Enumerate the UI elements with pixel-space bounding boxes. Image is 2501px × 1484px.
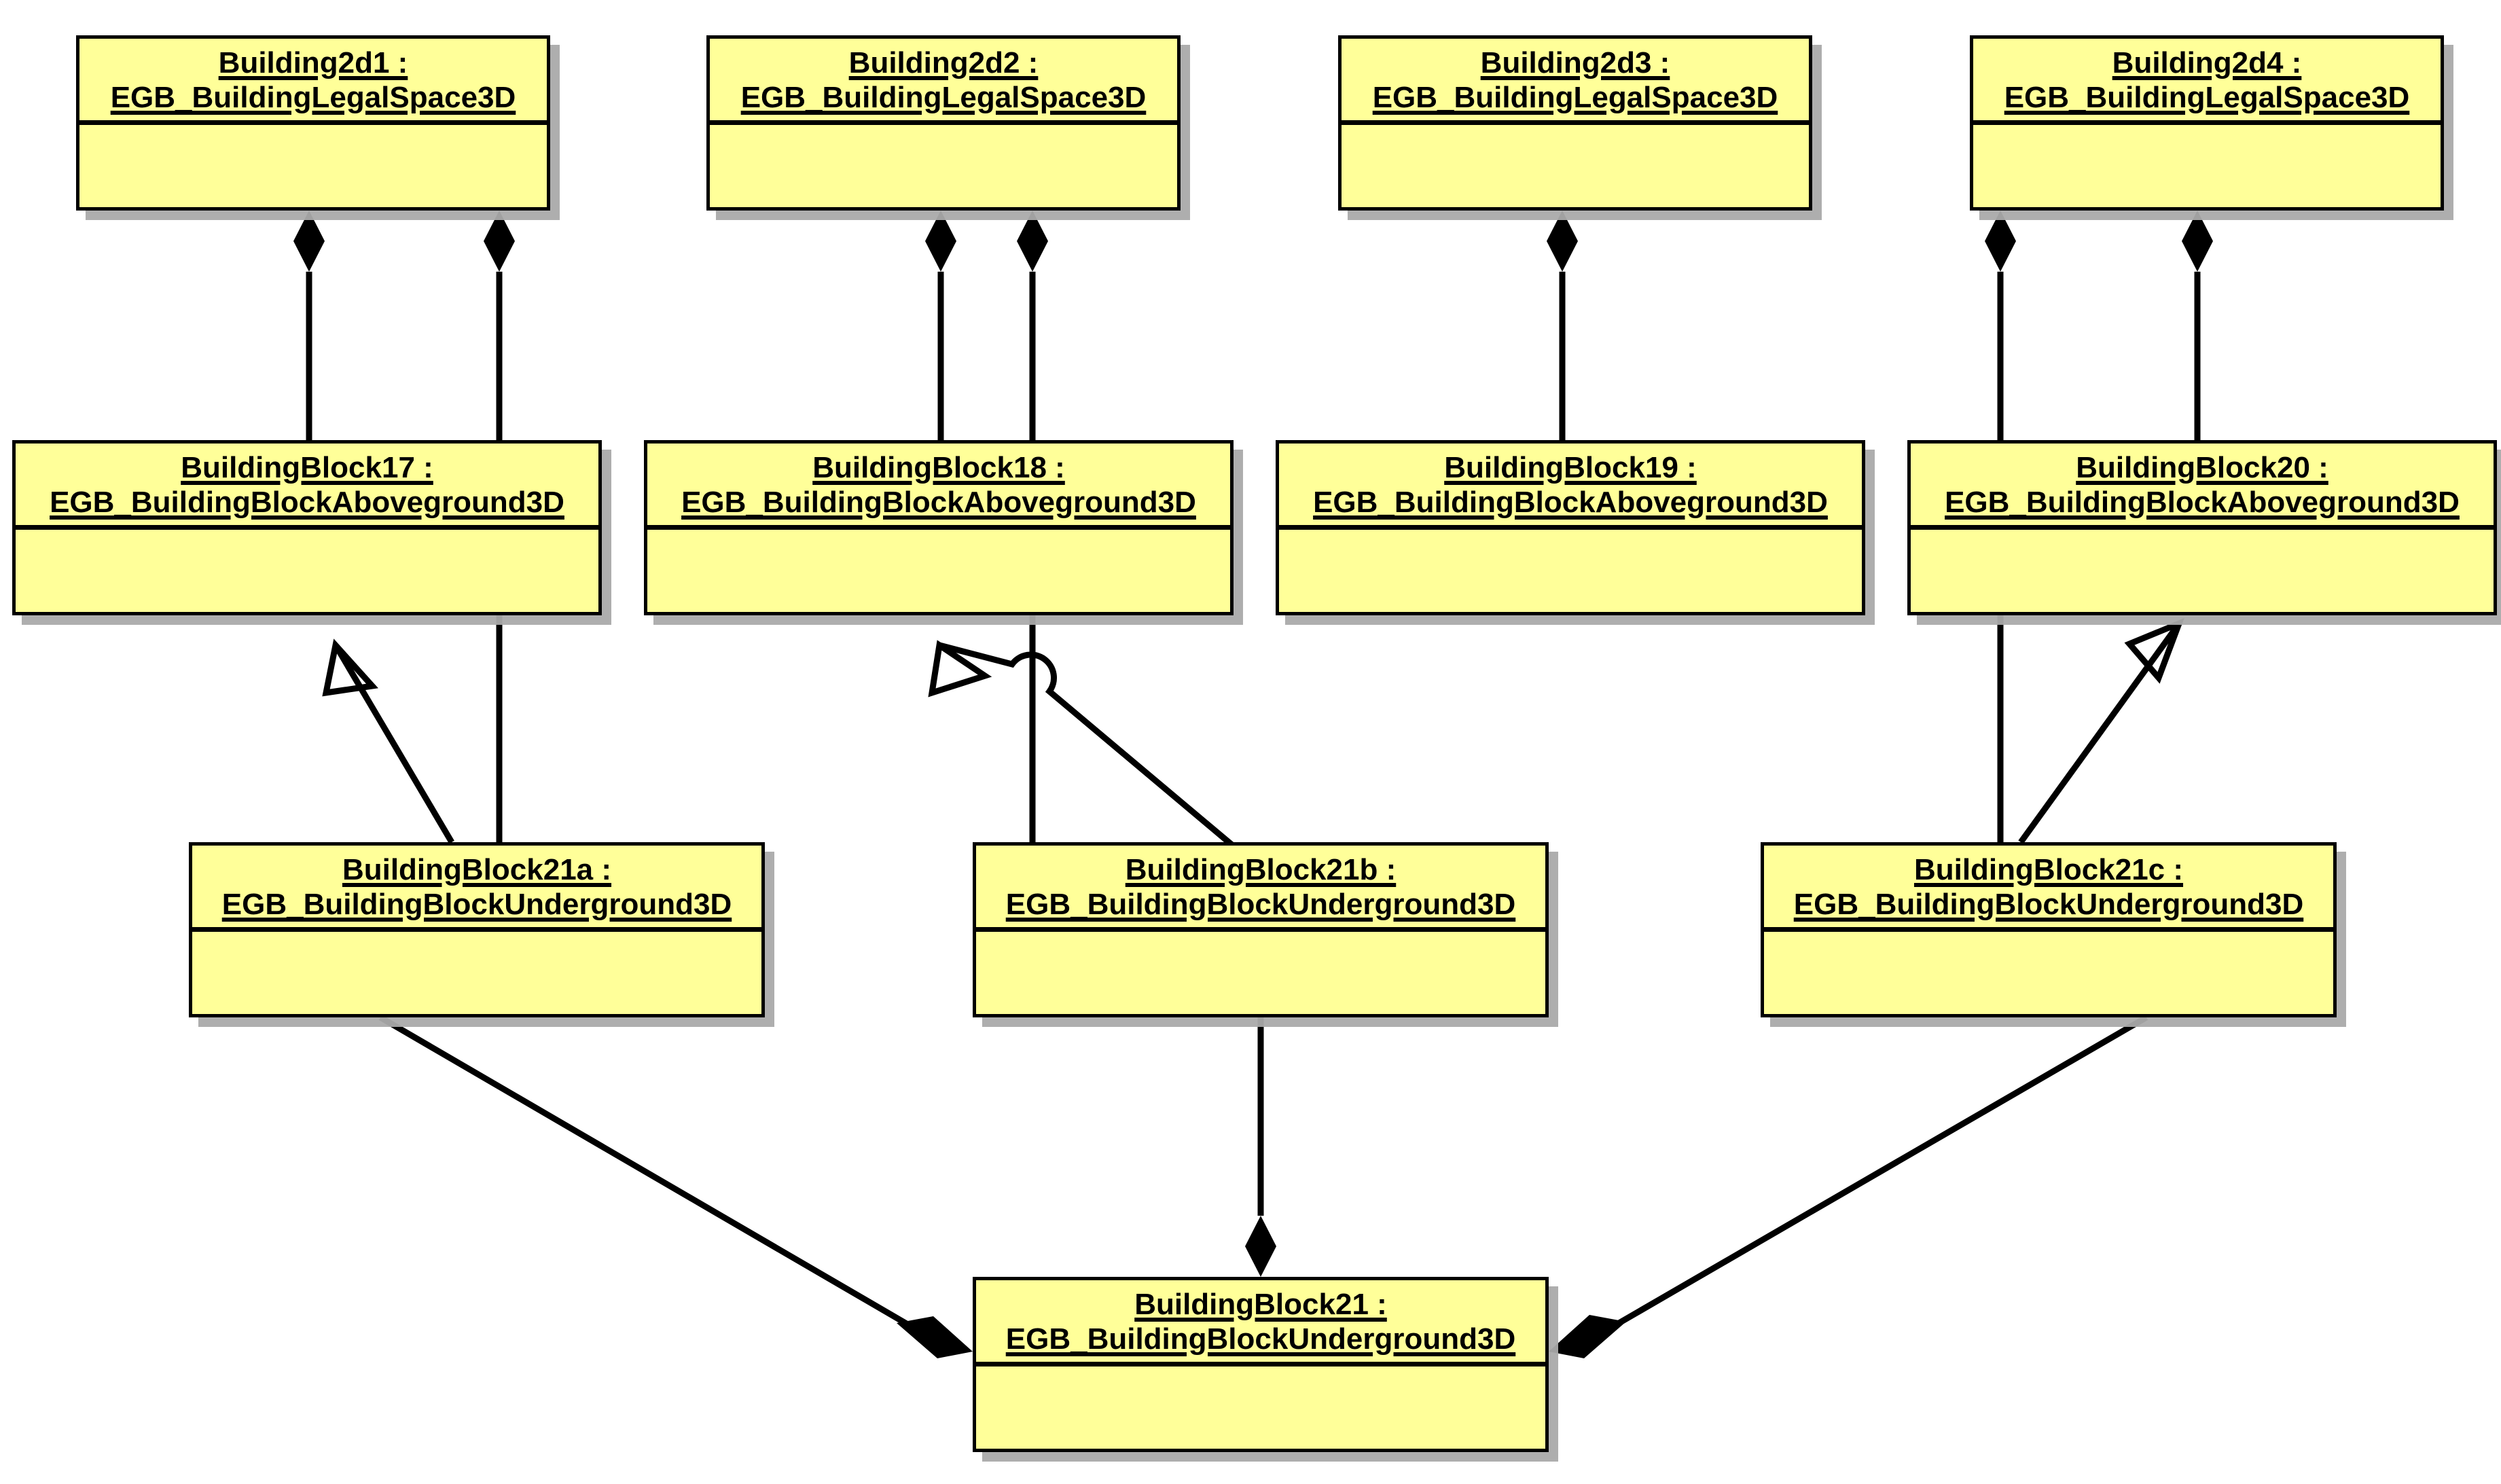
- object-header: BuildingBlock18 : EGB_BuildingBlockAbove…: [647, 444, 1230, 530]
- composition-building2d4-to-buildingblock20: [2182, 211, 2213, 440]
- composition-building2d2-to-buildingblock18: [925, 211, 956, 440]
- object-classifier-name: EGB_BuildingBlockAboveground3D: [1945, 486, 2460, 520]
- object-buildingblock19[interactable]: BuildingBlock19 : EGB_BuildingBlockAbove…: [1276, 440, 1865, 615]
- generalization-buildingblock21b-to-buildingblock18: [928, 640, 1235, 848]
- object-instance-name: BuildingBlock19 :: [1444, 451, 1697, 484]
- object-instance-name: Building2d4 :: [2112, 46, 2302, 79]
- object-instance-name: BuildingBlock21a :: [342, 853, 612, 886]
- object-classifier-name: EGB_BuildingBlockAboveground3D: [50, 486, 564, 520]
- object-instance-name: BuildingBlock18 :: [812, 451, 1065, 484]
- object-instance-name: BuildingBlock21b :: [1125, 853, 1397, 886]
- object-attributes-compartment: [976, 1367, 1545, 1425]
- object-buildingblock20[interactable]: BuildingBlock20 : EGB_BuildingBlockAbove…: [1907, 440, 2497, 615]
- object-attributes-compartment: [647, 530, 1230, 588]
- object-buildingblock18[interactable]: BuildingBlock18 : EGB_BuildingBlockAbove…: [644, 440, 1234, 615]
- composition-buildingblock21a-to-buildingblock21: [378, 1015, 973, 1358]
- object-attributes-compartment: [1342, 125, 1809, 183]
- object-attributes-compartment: [1279, 530, 1862, 588]
- composition-buildingblock21b-to-buildingblock21: [1245, 1017, 1276, 1277]
- object-instance-name: BuildingBlock21c :: [1913, 853, 2184, 886]
- object-header: BuildingBlock21a : EGB_BuildingBlockUnde…: [192, 846, 761, 933]
- generalization-buildingblock21a-to-buildingblock17: [322, 638, 454, 844]
- object-header: BuildingBlock20 : EGB_BuildingBlockAbove…: [1911, 444, 2494, 530]
- object-attributes-compartment: [192, 932, 761, 990]
- composition-buildingblock21c-to-buildingblock21: [1549, 1015, 2148, 1358]
- object-classifier-name: EGB_BuildingLegalSpace3D: [740, 81, 1147, 115]
- object-attributes-compartment: [16, 530, 598, 588]
- object-instance-name: BuildingBlock21 :: [1134, 1288, 1387, 1321]
- object-building2d3[interactable]: Building2d3 : EGB_BuildingLegalSpace3D: [1338, 35, 1812, 211]
- object-classifier-name: EGB_BuildingBlockAboveground3D: [1313, 486, 1828, 520]
- composition-building2d3-to-buildingblock19: [1547, 211, 1578, 440]
- object-attributes-compartment: [1973, 125, 2441, 183]
- object-classifier-name: EGB_BuildingLegalSpace3D: [2004, 81, 2410, 115]
- object-building2d1[interactable]: Building2d1 : EGB_BuildingLegalSpace3D: [76, 35, 550, 211]
- object-classifier-name: EGB_BuildingLegalSpace3D: [110, 81, 516, 115]
- object-header: BuildingBlock21c : EGB_BuildingBlockUnde…: [1764, 846, 2333, 933]
- object-attributes-compartment: [976, 932, 1545, 990]
- object-classifier-name: EGB_BuildingBlockUnderground3D: [1005, 1322, 1516, 1356]
- object-instance-name: Building2d3 :: [1480, 46, 1670, 79]
- object-header: Building2d4 : EGB_BuildingLegalSpace3D: [1973, 39, 2441, 126]
- object-classifier-name: EGB_BuildingLegalSpace3D: [1372, 81, 1778, 115]
- object-instance-name: Building2d2 :: [848, 46, 1039, 79]
- object-buildingblock21c[interactable]: BuildingBlock21c : EGB_BuildingBlockUnde…: [1761, 842, 2337, 1017]
- object-buildingblock21b[interactable]: BuildingBlock21b : EGB_BuildingBlockUnde…: [973, 842, 1549, 1017]
- object-attributes-compartment: [710, 125, 1177, 183]
- generalization-buildingblock21c-to-buildingblock20: [2018, 617, 2184, 844]
- object-building2d2[interactable]: Building2d2 : EGB_BuildingLegalSpace3D: [706, 35, 1181, 211]
- object-header: Building2d2 : EGB_BuildingLegalSpace3D: [710, 39, 1177, 126]
- object-header: Building2d1 : EGB_BuildingLegalSpace3D: [79, 39, 547, 126]
- object-buildingblock21[interactable]: BuildingBlock21 : EGB_BuildingBlockUnder…: [973, 1277, 1549, 1452]
- object-classifier-name: EGB_BuildingBlockUnderground3D: [221, 888, 732, 922]
- object-instance-name: BuildingBlock20 :: [2076, 451, 2328, 484]
- object-buildingblock17[interactable]: BuildingBlock17 : EGB_BuildingBlockAbove…: [12, 440, 602, 615]
- composition-building2d1-to-buildingblock17: [293, 211, 325, 440]
- object-header: BuildingBlock21 : EGB_BuildingBlockUnder…: [976, 1280, 1545, 1367]
- object-header: Building2d3 : EGB_BuildingLegalSpace3D: [1342, 39, 1809, 126]
- object-attributes-compartment: [79, 125, 547, 183]
- object-classifier-name: EGB_BuildingBlockUnderground3D: [1793, 888, 2304, 922]
- object-classifier-name: EGB_BuildingBlockUnderground3D: [1005, 888, 1516, 922]
- object-buildingblock21a[interactable]: BuildingBlock21a : EGB_BuildingBlockUnde…: [189, 842, 765, 1017]
- object-header: BuildingBlock21b : EGB_BuildingBlockUnde…: [976, 846, 1545, 933]
- object-header: BuildingBlock19 : EGB_BuildingBlockAbove…: [1279, 444, 1862, 530]
- object-building2d4[interactable]: Building2d4 : EGB_BuildingLegalSpace3D: [1970, 35, 2444, 211]
- object-attributes-compartment: [1764, 932, 2333, 990]
- object-header: BuildingBlock17 : EGB_BuildingBlockAbove…: [16, 444, 598, 530]
- object-instance-name: BuildingBlock17 :: [181, 451, 433, 484]
- object-attributes-compartment: [1911, 530, 2494, 588]
- object-classifier-name: EGB_BuildingBlockAboveground3D: [681, 486, 1196, 520]
- object-instance-name: Building2d1 :: [218, 46, 408, 79]
